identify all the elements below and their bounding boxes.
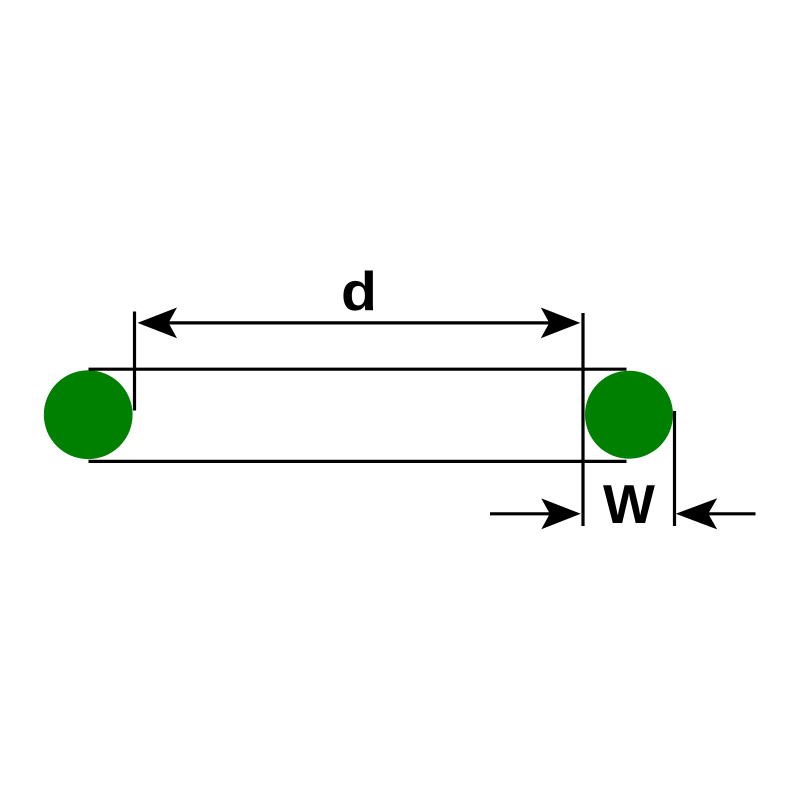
svg-text:d: d — [341, 260, 377, 322]
svg-text:W: W — [603, 473, 655, 535]
